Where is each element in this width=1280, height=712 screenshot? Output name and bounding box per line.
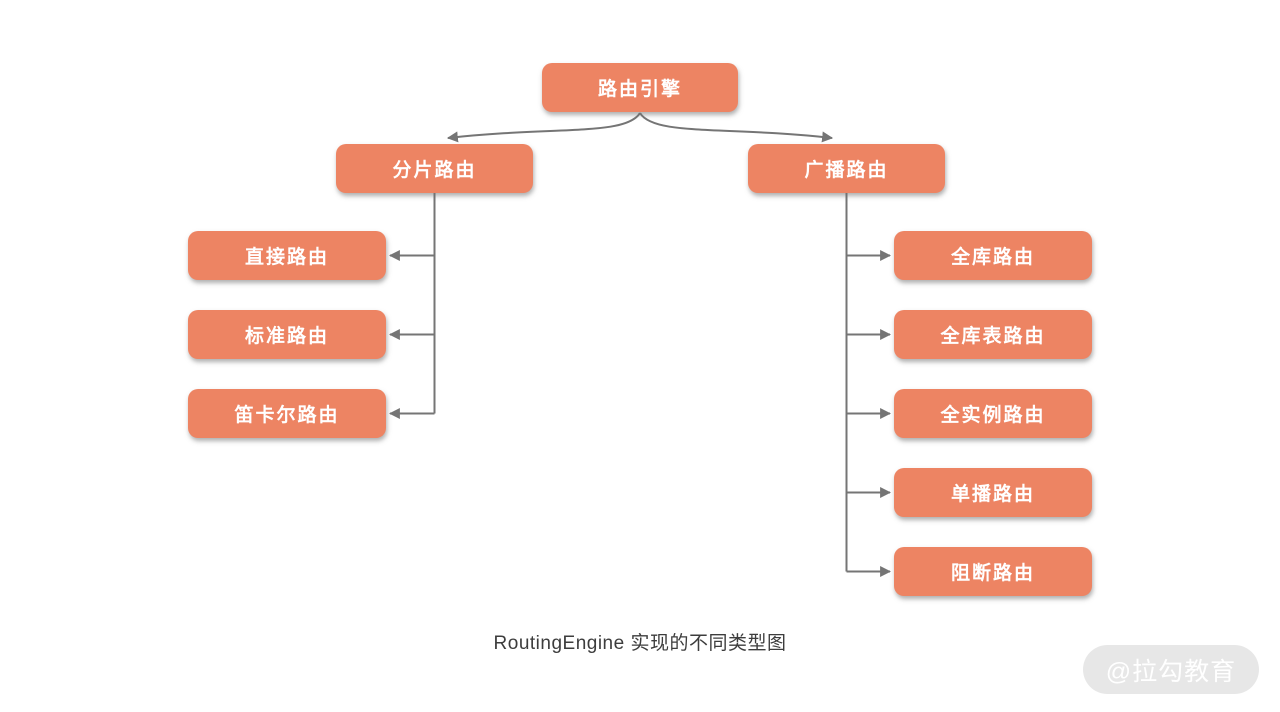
node-routing-engine: 路由引擎 — [542, 63, 738, 112]
connector-root-to-sharding — [446, 112, 641, 143]
node-standard-route: 标准路由 — [188, 310, 386, 359]
watermark-badge: @拉勾教育 — [1083, 645, 1259, 694]
node-sharding-route: 分片路由 — [336, 144, 533, 193]
node-broadcast-route: 广播路由 — [748, 144, 945, 193]
node-block-route: 阻断路由 — [894, 547, 1092, 596]
node-full-db-table-route: 全库表路由 — [894, 310, 1092, 359]
node-full-db-route: 全库路由 — [894, 231, 1092, 280]
node-unicast-route: 单播路由 — [894, 468, 1092, 517]
connector-root-to-broadcast — [639, 112, 834, 143]
node-full-instance-route: 全实例路由 — [894, 389, 1092, 438]
watermark-text: @拉勾教育 — [1105, 657, 1237, 686]
node-direct-route: 直接路由 — [188, 231, 386, 280]
node-cartesian-route: 笛卡尔路由 — [188, 389, 386, 438]
diagram-caption: RoutingEngine 实现的不同类型图 — [493, 633, 787, 654]
